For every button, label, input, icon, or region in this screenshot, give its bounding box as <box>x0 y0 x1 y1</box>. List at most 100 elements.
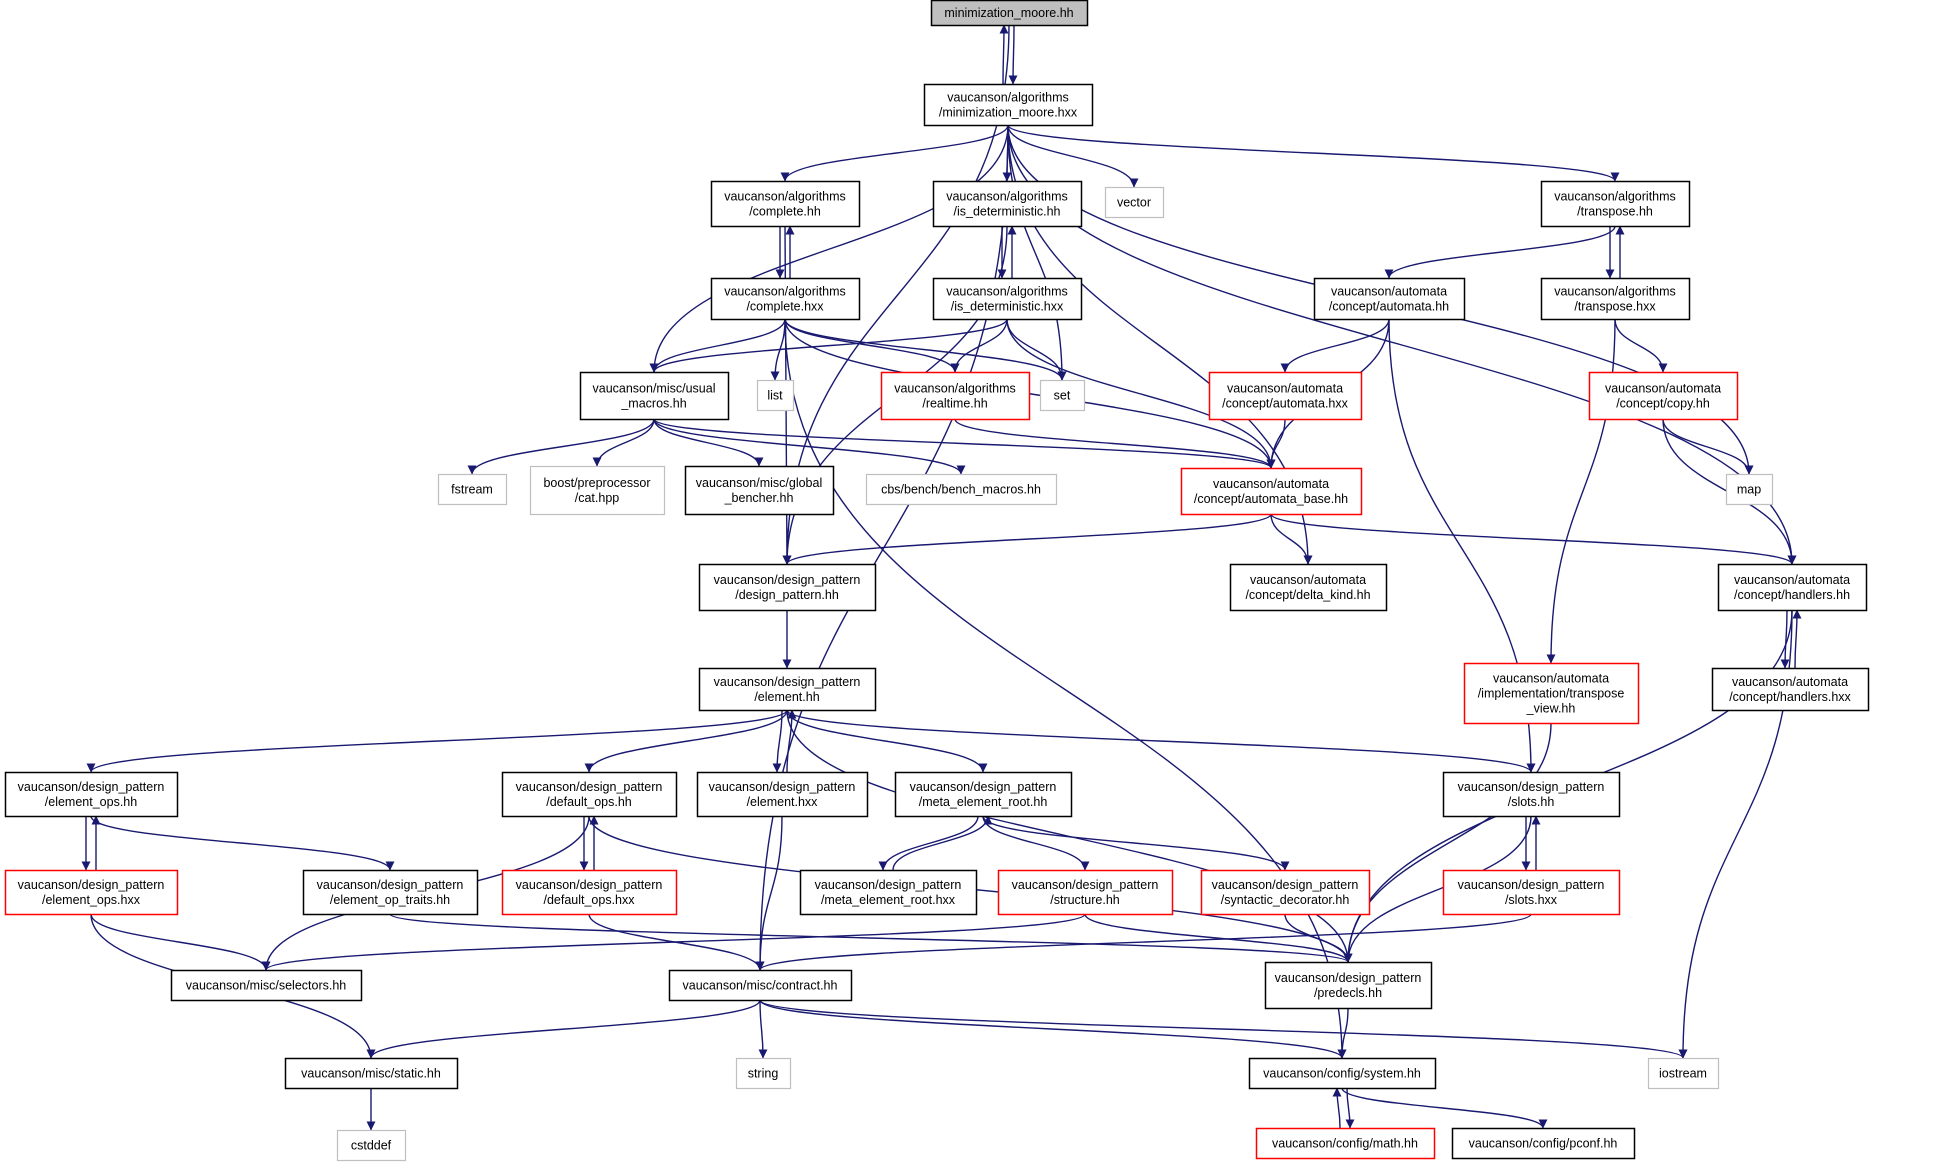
node-label-line: _macros.hh <box>620 397 686 411</box>
node-label-line: vaucanson/design_pattern <box>1212 878 1359 892</box>
node-box <box>1180 467 1363 516</box>
node-label-line: /is_deterministic.hh <box>954 205 1061 219</box>
node-fstream[interactable]: fstream <box>437 473 508 506</box>
node-list[interactable]: list <box>756 379 795 412</box>
edge-mm_hxx-to-usual_macros <box>649 124 1009 373</box>
node-realtime-hh[interactable]: vaucanson/algorithms/realtime.hh <box>880 371 1031 421</box>
node-set[interactable]: set <box>1039 379 1086 412</box>
node-label-line: /cat.hpp <box>575 491 620 505</box>
node-structure-hh[interactable]: vaucanson/design_pattern/structure.hh <box>997 869 1174 916</box>
node-label-line: /syntactic_decorator.hh <box>1221 893 1350 907</box>
node-automata-base[interactable]: vaucanson/automata/concept/automata_base… <box>1180 467 1363 516</box>
node-automata-hh[interactable]: vaucanson/automata/concept/automata.hh <box>1313 277 1466 321</box>
node-meta-root-hxx[interactable]: vaucanson/design_pattern/meta_element_ro… <box>799 869 978 916</box>
edge-mm_hxx-to-root <box>999 24 1009 85</box>
node-box <box>1717 563 1868 612</box>
node-box <box>170 969 363 1002</box>
node-box <box>529 465 666 516</box>
node-element-ops-hxx[interactable]: vaucanson/design_pattern/element_ops.hxx <box>4 869 179 916</box>
node-complete-hxx[interactable]: vaucanson/algorithms/complete.hxx <box>710 277 861 321</box>
edge-element_hh-to-default_ops_hh <box>584 709 788 773</box>
node-label-line: cstddef <box>351 1139 392 1153</box>
node-label-line: /is_deterministic.hxx <box>951 300 1064 314</box>
node-syntactic-decorator[interactable]: vaucanson/design_pattern/syntactic_decor… <box>1200 869 1371 916</box>
node-box <box>932 277 1083 321</box>
node-handlers-hh[interactable]: vaucanson/automata/concept/handlers.hh <box>1717 563 1868 612</box>
edge-element_hh-to-meta_root_hh <box>786 709 988 773</box>
node-iostream[interactable]: iostream <box>1647 1057 1720 1090</box>
node-label-line: /concept/handlers.hh <box>1734 588 1850 602</box>
node-isdet-hh[interactable]: vaucanson/algorithms/is_deterministic.hh <box>932 180 1083 228</box>
node-element-hxx[interactable]: vaucanson/design_pattern/element.hxx <box>696 771 869 818</box>
node-box <box>1725 473 1774 506</box>
node-root[interactable]: minimization_moore.hh <box>930 0 1089 27</box>
edge-usual_macros-to-global_bencher <box>653 418 764 467</box>
node-label-line: string <box>748 1067 779 1081</box>
node-label-line: /complete.hxx <box>746 300 824 314</box>
node-default-ops-hxx[interactable]: vaucanson/design_pattern/default_ops.hxx <box>501 869 678 916</box>
node-automata-hxx[interactable]: vaucanson/automata/concept/automata.hxx <box>1208 371 1363 421</box>
node-cstddef[interactable]: cstddef <box>336 1129 407 1162</box>
edge-structure_hh-to-selectors <box>261 913 1086 971</box>
node-transpose-hxx[interactable]: vaucanson/algorithms/transpose.hxx <box>1540 277 1691 321</box>
node-design-pattern[interactable]: vaucanson/design_pattern/design_pattern.… <box>698 563 877 612</box>
node-label-line: vaucanson/design_pattern <box>815 878 962 892</box>
edge-complete_hxx-to-system_hh <box>784 318 1347 1059</box>
edge-handlers_hxx-to-handlers_hh <box>1792 609 1802 669</box>
node-label-line: vector <box>1117 196 1151 210</box>
node-meta-root-hh[interactable]: vaucanson/design_pattern/meta_element_ro… <box>894 771 1073 818</box>
node-label-line: /design_pattern.hh <box>735 588 839 602</box>
node-slots-hxx[interactable]: vaucanson/design_pattern/slots.hxx <box>1442 869 1621 916</box>
node-label-line: /default_ops.hxx <box>543 893 635 907</box>
node-complete-hh[interactable]: vaucanson/algorithms/complete.hh <box>710 180 861 228</box>
node-default-ops-hh[interactable]: vaucanson/design_pattern/default_ops.hh <box>501 771 678 818</box>
node-element-hh[interactable]: vaucanson/design_pattern/element.hh <box>698 667 877 712</box>
node-global-bencher[interactable]: vaucanson/misc/global_bencher.hh <box>684 465 835 516</box>
node-string[interactable]: string <box>735 1057 792 1090</box>
node-isdet-hxx[interactable]: vaucanson/algorithms/is_deterministic.hx… <box>932 277 1083 321</box>
node-selectors[interactable]: vaucanson/misc/selectors.hh <box>170 969 363 1002</box>
node-box <box>1229 563 1388 612</box>
node-pconf-hh[interactable]: vaucanson/config/pconf.hh <box>1451 1127 1636 1160</box>
node-box <box>1248 1057 1437 1090</box>
node-box <box>579 371 730 421</box>
node-label-line: /transpose.hh <box>1577 205 1653 219</box>
node-slots-hh[interactable]: vaucanson/design_pattern/slots.hh <box>1442 771 1621 818</box>
node-label-line: vaucanson/design_pattern <box>1458 878 1605 892</box>
node-label-line: vaucanson/config/system.hh <box>1263 1067 1421 1081</box>
node-system-hh[interactable]: vaucanson/config/system.hh <box>1248 1057 1437 1090</box>
node-copy-hh[interactable]: vaucanson/automata/concept/copy.hh <box>1588 371 1739 421</box>
node-box <box>1208 371 1363 421</box>
node-handlers-hxx[interactable]: vaucanson/automata/concept/handlers.hxx <box>1711 667 1870 712</box>
node-mm-hxx[interactable]: vaucanson/algorithms/minimization_moore.… <box>923 83 1094 127</box>
node-bench-macros[interactable]: cbs/bench/bench_macros.hh <box>865 473 1058 506</box>
node-label-line: cbs/bench/bench_macros.hh <box>881 483 1041 497</box>
edge-meta_root_hh-to-structure_hh <box>982 815 1090 871</box>
node-map[interactable]: map <box>1725 473 1774 506</box>
node-contract[interactable]: vaucanson/misc/contract.hh <box>668 969 853 1002</box>
node-transpose-view[interactable]: vaucanson/automata/implementation/transp… <box>1463 662 1640 725</box>
node-element-op-traits[interactable]: vaucanson/design_pattern/element_op_trai… <box>302 869 479 916</box>
edge-element_hh-to-slots_hh <box>786 709 1536 773</box>
node-transpose-hh[interactable]: vaucanson/algorithms/transpose.hh <box>1540 180 1691 228</box>
node-box <box>696 771 869 818</box>
node-label-line: /element_ops.hxx <box>42 893 141 907</box>
node-label-line: fstream <box>451 483 493 497</box>
node-box <box>302 869 479 916</box>
node-box <box>1451 1127 1636 1160</box>
node-box <box>1255 1127 1436 1160</box>
node-boost-cat[interactable]: boost/preprocessor/cat.hpp <box>529 465 666 516</box>
node-usual-macros[interactable]: vaucanson/misc/usual_macros.hh <box>579 371 730 421</box>
node-box <box>1442 771 1621 818</box>
node-delta-kind[interactable]: vaucanson/automata/concept/delta_kind.hh <box>1229 563 1388 612</box>
node-static-hh[interactable]: vaucanson/misc/static.hh <box>284 1057 459 1090</box>
node-label-line: map <box>1737 483 1761 497</box>
node-label-line: minimization_moore.hh <box>944 6 1073 20</box>
edge-usual_macros-to-fstream <box>467 418 655 475</box>
node-label-line: vaucanson/automata <box>1734 573 1850 587</box>
node-predecls[interactable]: vaucanson/design_pattern/predecls.hh <box>1264 961 1433 1010</box>
node-vector[interactable]: vector <box>1104 186 1165 219</box>
node-element-ops-hh[interactable]: vaucanson/design_pattern/element_ops.hh <box>4 771 179 818</box>
node-math-hh[interactable]: vaucanson/config/math.hh <box>1255 1127 1436 1160</box>
